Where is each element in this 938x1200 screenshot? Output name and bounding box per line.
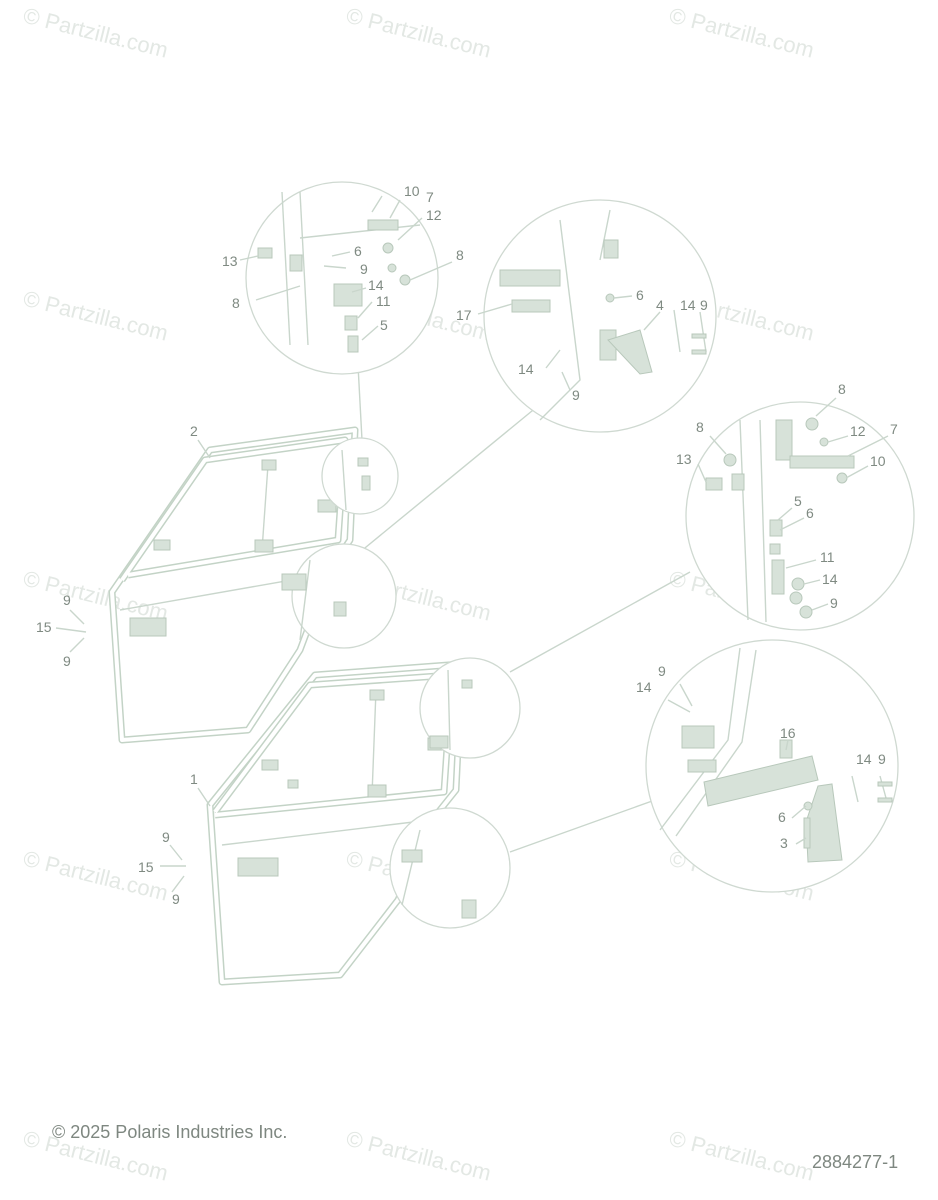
watermark: © Partzilla.com — [344, 3, 494, 63]
watermark-layer: © Partzilla.com © Partzilla.com © Partzi… — [21, 3, 817, 1186]
diagram-id: 2884277-1 — [812, 1152, 899, 1172]
callout-label: 8 — [838, 381, 846, 397]
detail-circle-top-right: 17 6 4 14 9 14 9 — [456, 199, 717, 433]
watermark: © Partzilla.com — [667, 1126, 817, 1186]
callout-label: 16 — [780, 725, 796, 741]
callout-label: 7 — [426, 189, 434, 205]
callout-label: 14 — [518, 361, 534, 377]
callout-label: 5 — [794, 493, 802, 509]
callout-label: 13 — [222, 253, 238, 269]
callout-label: 9 — [63, 592, 71, 608]
upper-door-assembly: 2 9 15 9 — [36, 423, 359, 744]
callout-label: 9 — [360, 261, 368, 277]
callout-label: 8 — [232, 295, 240, 311]
callout-label: 14 — [680, 297, 696, 313]
callout-label: 12 — [426, 207, 442, 223]
callout-label: 10 — [404, 183, 420, 199]
watermark: © Partzilla.com — [667, 3, 817, 63]
connector-lines — [357, 364, 691, 853]
lower-door-upper-hinge-detail — [419, 657, 521, 759]
callout-label: 9 — [63, 653, 71, 669]
callout-label: 9 — [172, 891, 180, 907]
callout-label: 6 — [636, 287, 644, 303]
callout-label: 5 — [380, 317, 388, 333]
watermark: © Partzilla.com — [344, 1126, 494, 1186]
callout-label: 12 — [850, 423, 866, 439]
callout-label: 13 — [676, 451, 692, 467]
callout-label: 9 — [878, 751, 886, 767]
callout-label: 14 — [856, 751, 872, 767]
callout-label: 17 — [456, 307, 472, 323]
callout-label: 8 — [456, 247, 464, 263]
callout-label: 15 — [138, 859, 154, 875]
callout-label: 6 — [806, 505, 814, 521]
callout-label: 11 — [820, 549, 835, 565]
callout-label: 14 — [636, 679, 652, 695]
callout-label: 3 — [780, 835, 788, 851]
copyright-notice: © 2025 Polaris Industries Inc. — [52, 1122, 288, 1142]
callout-label: 9 — [162, 829, 170, 845]
callout-label: 9 — [572, 387, 580, 403]
callout-label: 15 — [36, 619, 52, 635]
callout-label: 9 — [700, 297, 708, 313]
callout-label: 7 — [890, 421, 898, 437]
small-detail-circles — [281, 437, 521, 929]
callout-label: 9 — [658, 663, 666, 679]
callout-label: 14 — [368, 277, 384, 293]
watermark: © Partzilla.com — [21, 846, 171, 906]
callout-label: 10 — [870, 453, 886, 469]
callout-label: 9 — [830, 595, 838, 611]
callout-label: 1 — [190, 771, 198, 787]
watermark: © Partzilla.com — [21, 3, 171, 63]
callout-label: 8 — [696, 419, 704, 435]
upper-door-lower-hinge-detail — [291, 543, 397, 649]
callout-label: 6 — [778, 809, 786, 825]
callout-label: 4 — [656, 297, 664, 313]
callout-label: 2 — [190, 423, 198, 439]
upper-door-upper-hinge-detail — [321, 437, 399, 515]
callout-label: 6 — [354, 243, 362, 259]
callout-label: 14 — [822, 571, 838, 587]
callout-label: 11 — [376, 293, 391, 309]
detail-circle-right-low: 9 14 16 14 9 6 3 — [636, 639, 899, 893]
detail-circle-right-mid: 8 8 12 7 13 10 5 6 11 14 9 — [676, 381, 915, 631]
detail-circle-top-left: 10 7 12 13 6 9 8 8 14 11 5 — [222, 181, 464, 375]
watermark: © Partzilla.com — [21, 286, 171, 346]
lower-door-lower-hinge-detail — [389, 807, 511, 929]
